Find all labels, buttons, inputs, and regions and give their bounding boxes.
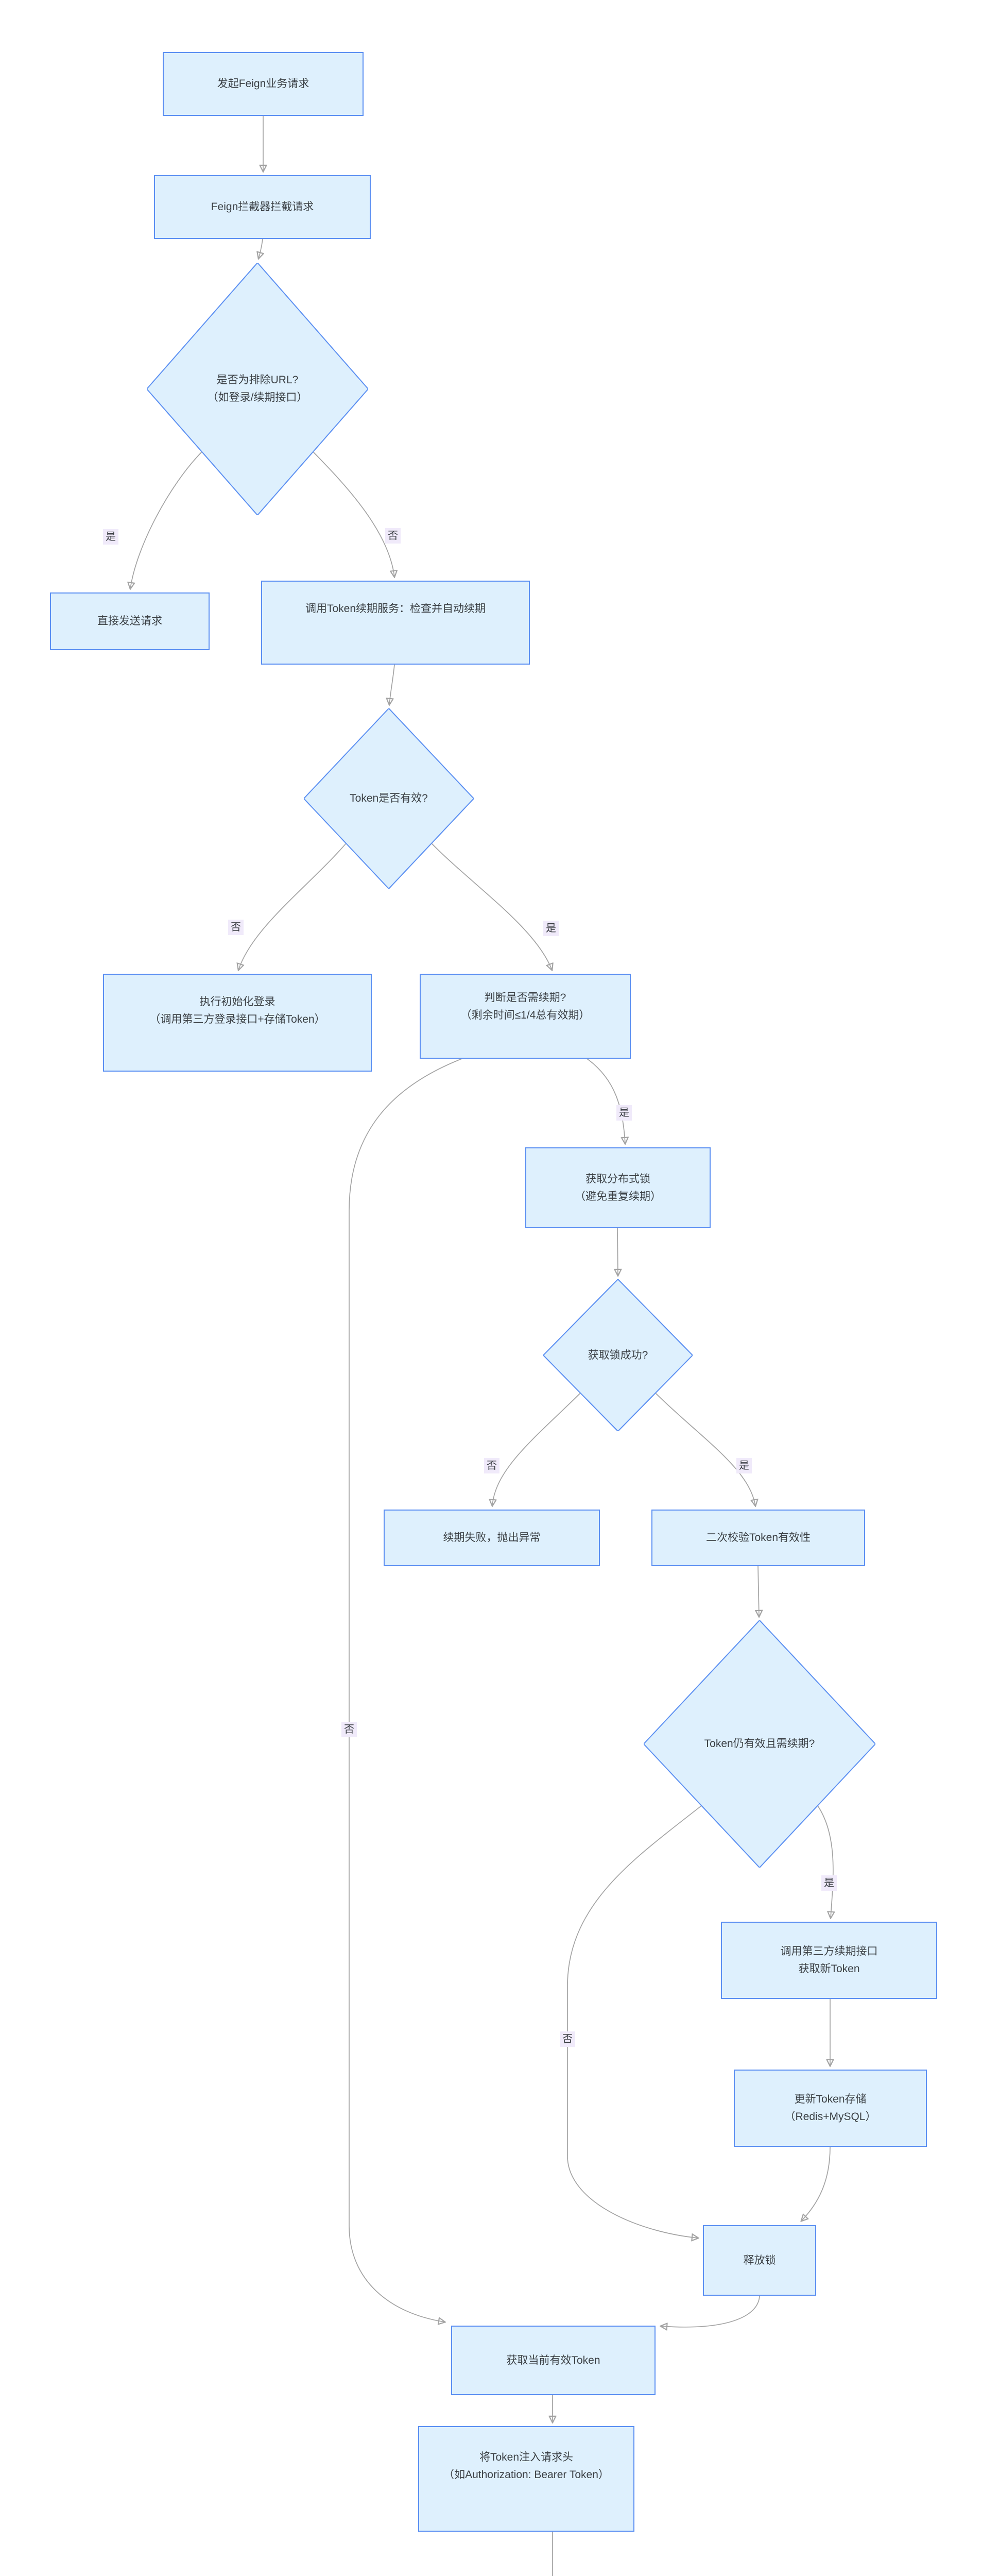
edge-exclude-yes: [130, 451, 202, 589]
edge-interceptor-to-exclude: [259, 239, 263, 259]
decision-text: 是否为排除URL? （如登录/续期接口）: [208, 371, 308, 406]
node-label: 获取当前有效Token: [506, 2354, 600, 2366]
edge-label-token-valid-yes[interactable]: 是: [543, 921, 559, 936]
decision-label: 是否为排除URL?: [216, 374, 299, 386]
node-label: 发起Feign业务请求: [217, 78, 309, 90]
edge-label-still-valid-yes[interactable]: 是: [821, 1875, 837, 1891]
node-label: 将Token注入请求头: [479, 2451, 574, 2463]
node-label: 释放锁: [743, 2254, 776, 2266]
node-label: Feign拦截器拦截请求: [211, 201, 314, 213]
edge-tokenvalid-yes: [431, 843, 552, 970]
edge-label-still-valid-no[interactable]: 否: [560, 2031, 575, 2047]
diamond-shape: [147, 263, 368, 515]
edge-renewal-to-tokenvalid: [389, 664, 395, 705]
node-sublabel: （避免重复续期）: [575, 1190, 661, 1202]
decision-label: Token是否有效?: [350, 792, 428, 805]
edge-update-to-release: [801, 2146, 831, 2221]
diamond-shape: [644, 1620, 875, 1868]
node-renewal-failed[interactable]: 续期失败，抛出异常: [384, 1510, 600, 1566]
decision-label: Token仍有效且需续期?: [704, 1738, 815, 1750]
node-label: 执行初始化登录: [199, 996, 275, 1008]
node-label: 调用第三方续期接口: [780, 1945, 878, 1958]
node-update-token-storage[interactable]: 更新Token存储 （Redis+MySQL）: [734, 2070, 927, 2147]
edge-label-need-renewal-yes[interactable]: 是: [616, 1105, 632, 1121]
diamond-shape: [304, 708, 474, 889]
edge-stillvalid-no: [567, 1805, 702, 2238]
edge-label-lock-no[interactable]: 否: [484, 1458, 499, 1473]
node-label: 直接发送请求: [97, 615, 162, 628]
edge-exclude-no: [313, 451, 394, 577]
edge-lockbox-to-locksuccess: [617, 1228, 618, 1276]
node-sublabel: （调用第三方登录接口+存储Token）: [149, 1013, 325, 1025]
diamond-shape: [543, 1279, 693, 1431]
edge-label-lock-yes[interactable]: 是: [736, 1458, 752, 1473]
edge-revalidate-to-stillvalid: [758, 1566, 759, 1617]
node-init-login[interactable]: 执行初始化登录 （调用第三方登录接口+存储Token）: [103, 974, 372, 1072]
node-label: 二次校验Token有效性: [705, 1532, 811, 1544]
node-sublabel: （剩余时间≤1/4总有效期）: [460, 1009, 590, 1021]
node-send-direct[interactable]: 直接发送请求: [50, 592, 210, 650]
edge-lock-yes: [655, 1393, 755, 1506]
decision-lock-acquired[interactable]: 获取锁成功?: [543, 1279, 693, 1431]
node-label: 获取分布式锁: [585, 1173, 650, 1185]
edge-label-token-valid-no[interactable]: 否: [228, 920, 244, 935]
edge-needrenewal-no-long: [349, 1058, 462, 2322]
node-sublabel: 获取新Token: [798, 1963, 860, 1975]
decision-label: 获取锁成功?: [588, 1349, 648, 1361]
decision-exclude-url[interactable]: 是否为排除URL? （如登录/续期接口）: [147, 263, 368, 515]
node-start-feign-request[interactable]: 发起Feign业务请求: [163, 52, 364, 116]
node-release-lock[interactable]: 释放锁: [703, 2225, 816, 2296]
edge-label-exclude-yes[interactable]: 是: [103, 529, 118, 545]
edge-needrenewal-yes: [587, 1058, 625, 1144]
edge-label-exclude-no[interactable]: 否: [385, 528, 401, 544]
edge-label-need-renewal-no[interactable]: 否: [341, 1722, 357, 1737]
node-label: 判断是否需续期?: [484, 992, 566, 1004]
node-sublabel: （如Authorization: Bearer Token）: [443, 2468, 609, 2481]
node-call-renewal-service[interactable]: 调用Token续期服务：检查并自动续期: [261, 581, 530, 665]
node-feign-interceptor[interactable]: Feign拦截器拦截请求: [154, 175, 371, 239]
node-label: 调用Token续期服务：检查并自动续期: [305, 603, 486, 615]
node-call-third-party-renewal[interactable]: 调用第三方续期接口 获取新Token: [721, 1922, 937, 1999]
node-sublabel: （Redis+MySQL）: [784, 2111, 876, 2123]
node-label: 续期失败，抛出异常: [443, 1532, 541, 1544]
node-acquire-lock[interactable]: 获取分布式锁 （避免重复续期）: [525, 1147, 711, 1228]
node-label: 更新Token存储: [794, 2093, 867, 2106]
decision-sublabel: （如登录/续期接口）: [207, 392, 308, 403]
node-get-current-token[interactable]: 获取当前有效Token: [451, 2326, 656, 2395]
decision-token-valid[interactable]: Token是否有效?: [304, 708, 474, 889]
decision-still-valid-need-renewal[interactable]: Token仍有效且需续期?: [644, 1620, 875, 1868]
edge-lock-no: [492, 1393, 581, 1506]
edge-tokenvalid-no: [238, 843, 347, 970]
edge-release-to-gettoken: [661, 2295, 760, 2327]
edge-stillvalid-yes: [817, 1805, 833, 1918]
node-check-need-renewal[interactable]: 判断是否需续期? （剩余时间≤1/4总有效期）: [420, 974, 631, 1059]
node-revalidate-token[interactable]: 二次校验Token有效性: [651, 1510, 865, 1566]
node-inject-token-header[interactable]: 将Token注入请求头 （如Authorization: Bearer Toke…: [418, 2426, 634, 2532]
